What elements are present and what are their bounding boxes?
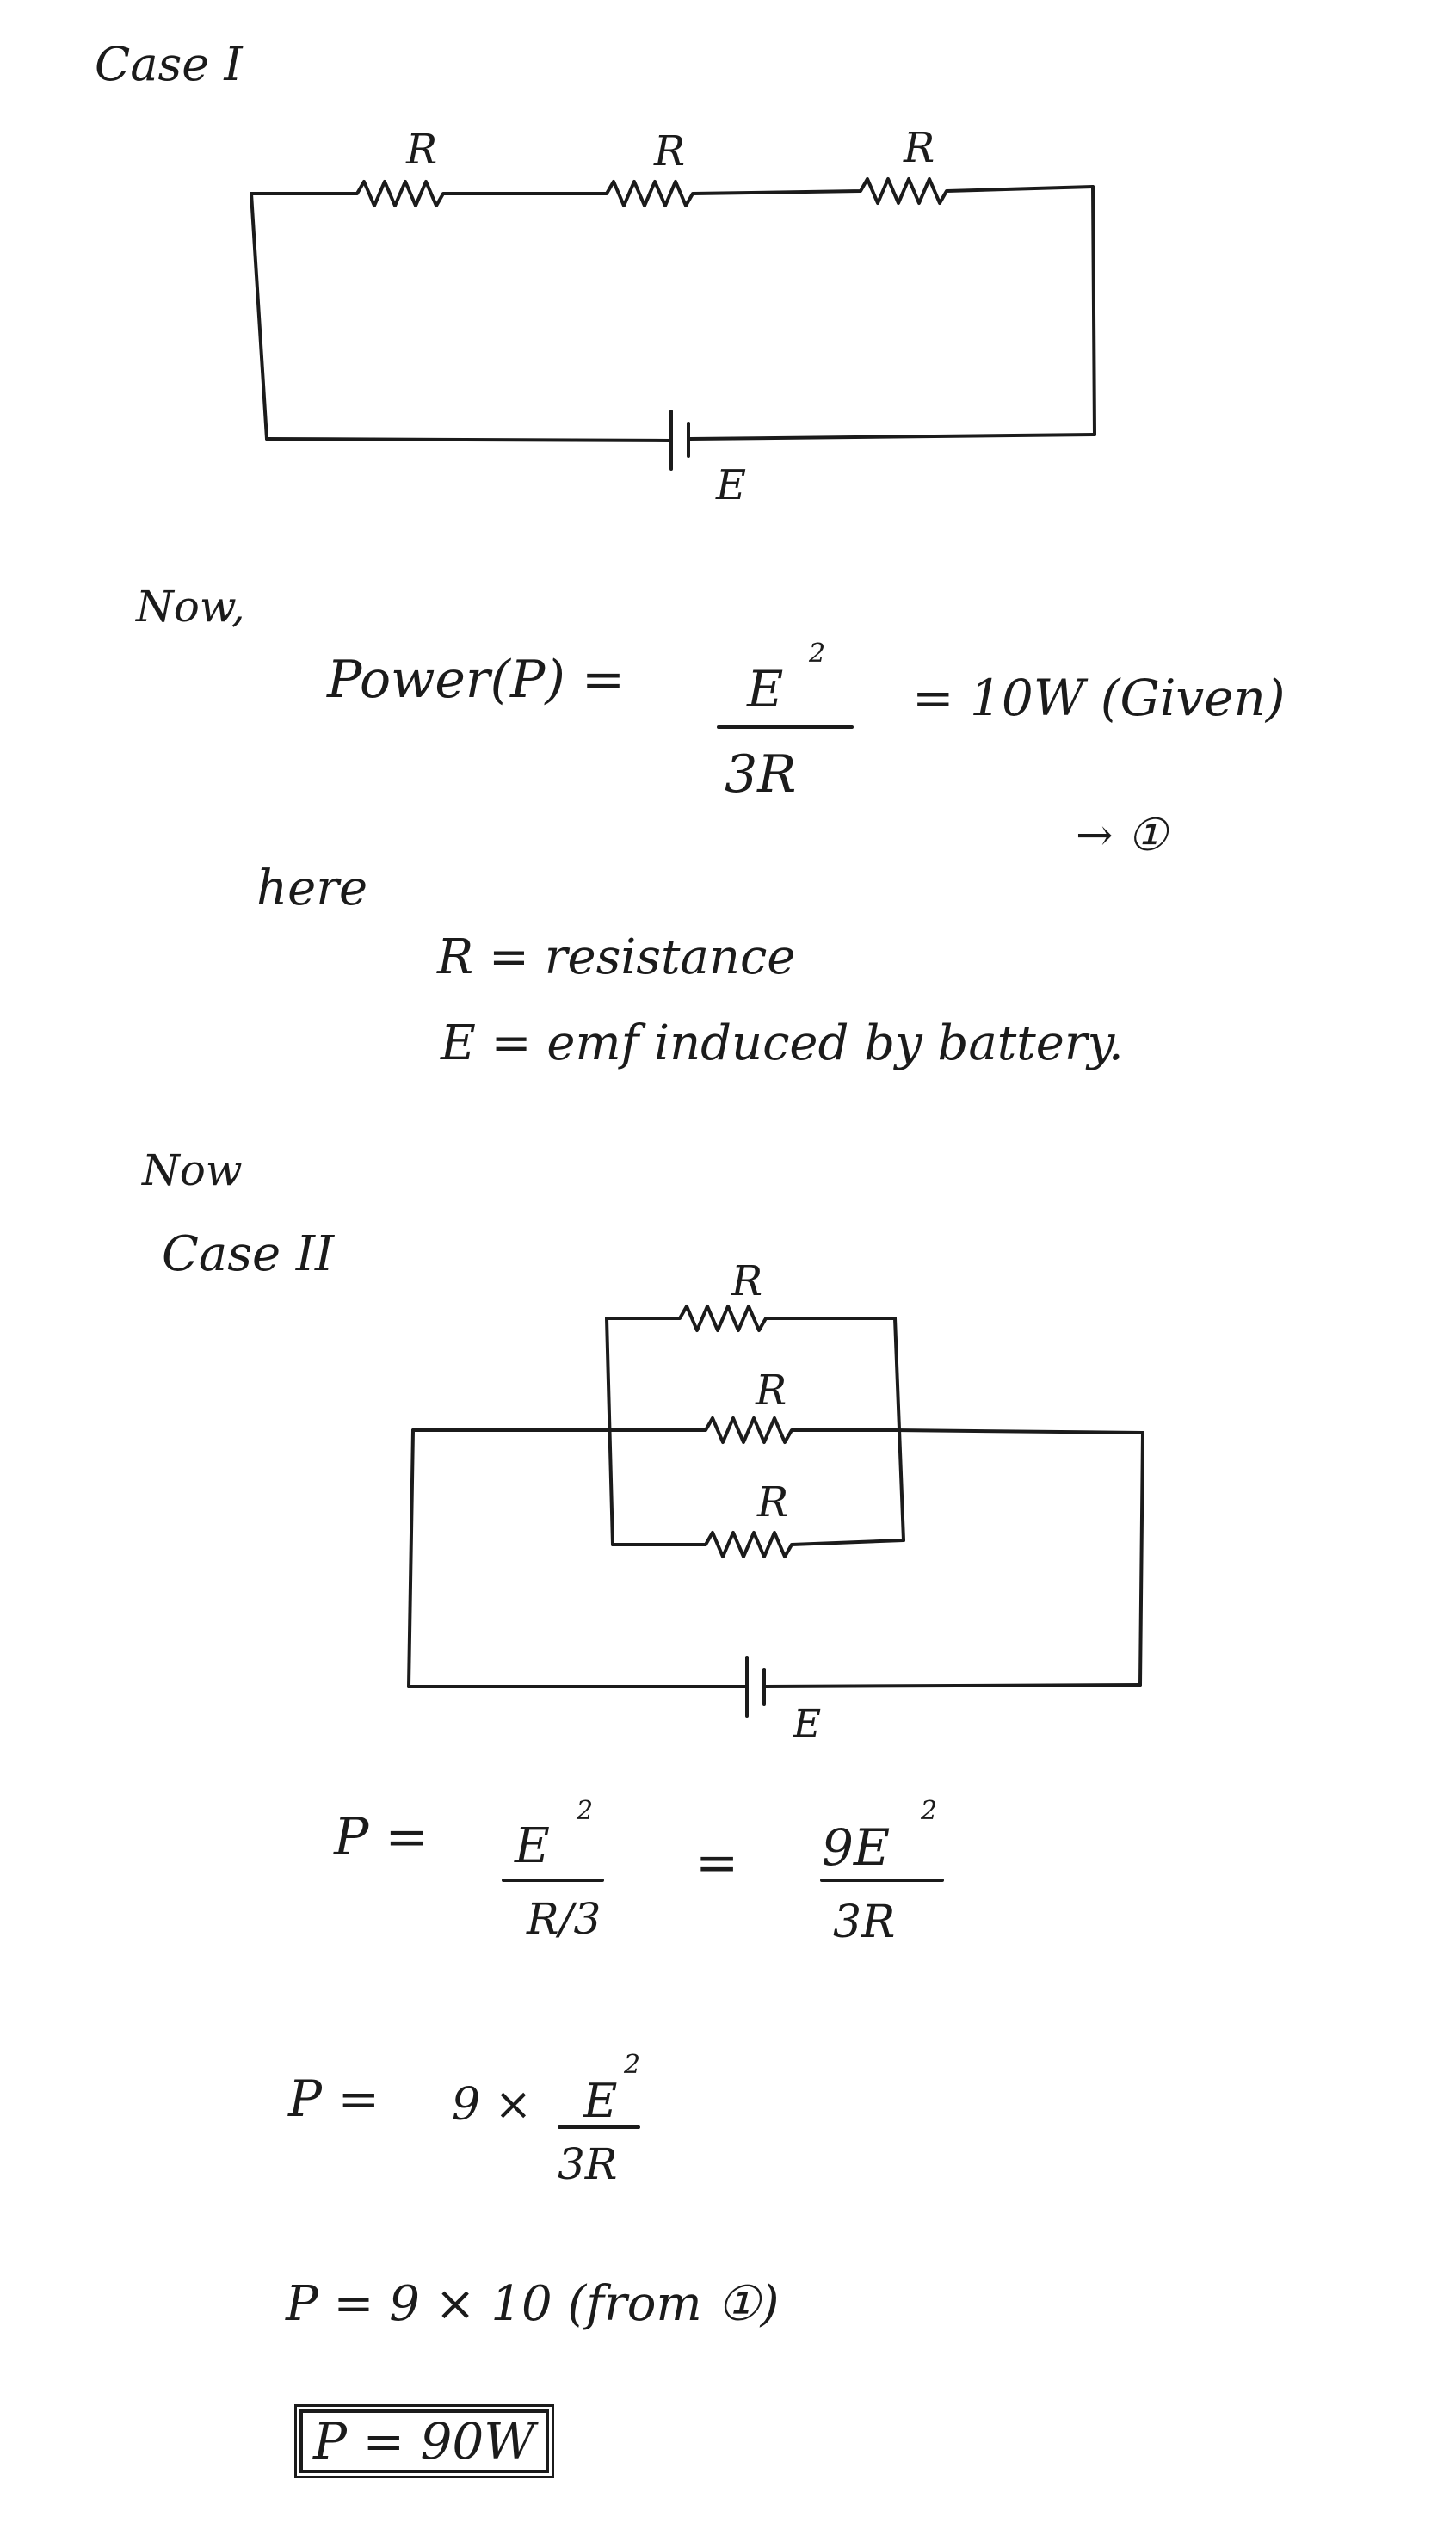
eq2-rhs-power: 2 (921, 1796, 938, 1826)
case-1-left-wire (250, 192, 268, 441)
eq3-numerator: E (583, 2074, 618, 2128)
case-2-resistor-label-1: R (731, 1257, 763, 1305)
definition-e: E = emf induced by battery. (441, 1015, 1124, 1071)
eq2-numerator: E (515, 1818, 550, 1874)
eq3-factor: 9 × (452, 2079, 533, 2131)
eq2-denominator: R/3 (527, 1894, 602, 1944)
case-2-resistor-2 (609, 1416, 897, 1444)
case-2-parallel-right-bus (893, 1317, 905, 1542)
now-label-2: Now (142, 1145, 243, 1195)
eq2-rhs-numerator: 9E (822, 1818, 891, 1877)
case-2-heading: Case II (162, 1226, 335, 1282)
case-2-resistor-1 (605, 1305, 897, 1332)
eq3-lhs: P = (288, 2070, 380, 2128)
case-2-resistor-3 (611, 1531, 905, 1558)
case-2-resistor-label-2: R (756, 1367, 787, 1415)
eq2-equals: = (695, 1833, 739, 1893)
case-2-bottom-wire-right (762, 1683, 1142, 1688)
here-label: here (256, 861, 368, 916)
final-answer-box: P = 90W (299, 2409, 549, 2473)
case-1-top-wire (250, 177, 1095, 207)
eq2-lhs: P = (334, 1807, 429, 1867)
case-1-resistor-label-1: R (406, 126, 438, 174)
definition-r: R = resistance (437, 929, 796, 985)
case-2-right-wire (1138, 1431, 1144, 1687)
eq1-numerator: E (747, 660, 784, 719)
case-1-heading: Case I (95, 37, 243, 91)
eq3-denominator: 3R (558, 2139, 618, 2189)
case-2-main-top-wire-right (893, 1428, 1144, 1434)
case-2-parallel-left-bus (605, 1317, 614, 1546)
case-1-bottom-wire-left (265, 437, 671, 442)
eq3-power: 2 (624, 2050, 641, 2080)
eq1-lhs: Power(P) = (327, 650, 626, 710)
eq2-power: 2 (577, 1796, 594, 1826)
now-label-1: Now, (136, 582, 245, 632)
eq4-line: P = 9 × 10 (from ①) (286, 2276, 780, 2332)
case-2-battery-label: E (793, 1702, 822, 1746)
eq1-power: 2 (809, 639, 826, 669)
case-1-resistor-label-2: R (654, 127, 686, 176)
case-2-left-wire (407, 1428, 415, 1688)
eq2-rhs-denominator: 3R (833, 1897, 896, 1948)
case-1-right-wire (1091, 185, 1096, 436)
case-1-bottom-wire (688, 433, 1096, 441)
case-1-battery-label: E (716, 461, 747, 509)
case-2-resistor-label-3: R (757, 1478, 789, 1527)
case-1-resistor-label-3: R (904, 124, 935, 172)
eq1-reference: → ① (1076, 810, 1168, 861)
eq1-denominator: 3R (725, 744, 797, 805)
eq1-rhs: = 10W (Given) (912, 669, 1286, 727)
